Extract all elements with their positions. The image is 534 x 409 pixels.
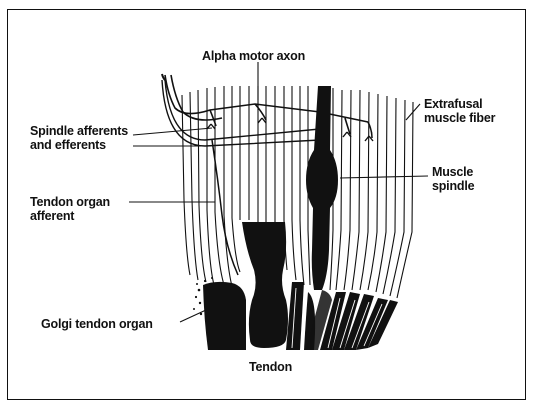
label-muscle-spindle-line1: Muscle xyxy=(432,165,473,179)
golgi-tendon-organ-shape xyxy=(193,277,246,350)
leader-muscle-spindle xyxy=(340,176,428,178)
tendon-organ-afferent-nerve xyxy=(212,140,238,275)
central-dark-fiber xyxy=(242,222,288,348)
label-extrafusal-line1: Extrafusal xyxy=(424,97,482,111)
label-spindle-afferents-line2: and efferents xyxy=(30,138,106,152)
label-extrafusal-line2: muscle fiber xyxy=(424,111,495,125)
label-tendon: Tendon xyxy=(249,360,292,374)
label-tendon-organ-afferent-line2: afferent xyxy=(30,209,74,223)
label-golgi-tendon-organ: Golgi tendon organ xyxy=(41,317,153,331)
leader-golgi-tendon-organ xyxy=(180,310,206,322)
leader-spindle-afferents xyxy=(133,128,212,135)
extrafusal-fibers xyxy=(182,86,413,298)
label-alpha-motor-axon: Alpha motor axon xyxy=(202,49,305,63)
tendon-strands xyxy=(286,282,398,350)
label-spindle-afferents-line1: Spindle afferents xyxy=(30,124,128,138)
label-muscle-spindle-line2: spindle xyxy=(432,179,474,193)
label-tendon-organ-afferent-line1: Tendon organ xyxy=(30,195,110,209)
alpha-motor-axon-branches xyxy=(165,75,372,138)
